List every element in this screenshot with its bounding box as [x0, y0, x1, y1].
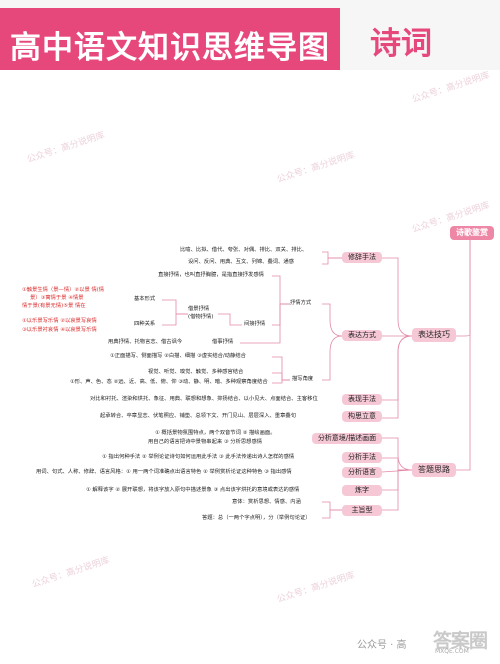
node-lyric-modes: 抒情方式: [290, 300, 312, 306]
node-technique-analysis: 分析手法: [342, 452, 382, 463]
rhetoric-items-line1: 比喻、比拟、借代、夸张、对偶、排比、双关、排比、: [180, 247, 308, 253]
node-performance-techniques: 表现手法: [342, 394, 382, 405]
node-structure-idea: 构思立意: [342, 411, 382, 422]
node-expression-modes: 表达方式: [342, 330, 382, 341]
branch-expression-techniques: 表达技巧: [412, 328, 456, 342]
rhetoric-items-line2: 设问、反问、用典、互文、列锦、叠词、通感: [188, 259, 294, 265]
basic-forms-line2: 景）③寓情于景 ④情景: [30, 295, 84, 301]
four-relations-line2: ③以乐景衬哀情 ④以哀景写乐情: [22, 327, 97, 333]
node-event-lyric: 借事抒情: [212, 339, 234, 345]
node-indirect-lyric: 间接抒情: [244, 321, 266, 327]
stamp-big-text: 答案圈: [433, 630, 488, 652]
theme-line1: 意体：赏析思想、情感、内涵: [232, 499, 301, 505]
description-line1: ①正面描写、侧面描写 ②白描、细描 ③虚实结合/动静结合: [110, 353, 246, 359]
node-rhetoric: 修辞手法: [342, 252, 382, 263]
node-four-relations: 四种关系: [134, 321, 156, 327]
four-relations-line1: ①以乐景写乐情 ②以哀景写哀情: [22, 318, 97, 324]
branch-answer-approach: 答题思路: [412, 463, 456, 477]
performance-techniques-items: 对比和衬托、渲染和烘托、象征、用典、联想和想象、抑扬结合、以小见大、点面结合、主…: [90, 396, 318, 402]
mindmap-root-node: 诗歌鉴赏: [450, 226, 494, 240]
basic-forms-line1: ①触景生情（景—情）②以景 情(情: [22, 287, 105, 293]
page-title: 高中语文知识思维导图: [10, 30, 330, 66]
event-lyric-items: 用典抒情、托物言志、借古讽今: [108, 339, 183, 345]
structure-idea-items: 起承转合、卒章显志、伏笔照应、铺垫、总领下文、开门见山、层层深入、重章叠句: [100, 413, 296, 419]
basic-forms-line3: 情于景(有景无情)⑤景 情在: [22, 303, 86, 309]
stamp-small-text: MXQE.COM: [435, 648, 469, 655]
language-analysis-items: 用词、句式、人称、修辞、语言风格：① 用一两个词准确点出语言特色 ② 举例赏析论…: [36, 469, 292, 475]
footer-credit: 公众号 · 高: [357, 640, 407, 651]
node-description-angle: 描写角度: [292, 376, 314, 382]
node-theme-type: 主旨型: [342, 505, 382, 516]
page-subtitle: 诗词: [370, 26, 432, 62]
word-refining-items: ① 解释该字 ② 展开联想，将该字放入原句中描述景象 ③ 点出该字烘托的意境或表…: [86, 487, 300, 493]
node-scene-analysis: 分析意境/描述画面: [312, 433, 382, 444]
theme-line2: 答题：总（一两个字点明），分（举例句论证）: [202, 515, 311, 521]
scene-analysis-line2: 用自己的语言把诗中景物串起来 ③ 分析思想感情: [148, 439, 263, 445]
center-node-line1: 借景抒情: [188, 306, 210, 312]
site-stamp-logo: 答案圈 MXQE.COM: [433, 626, 491, 656]
description-line2: 视觉、听觉、嗅觉、触觉、多种感官结合: [148, 369, 244, 375]
direct-lyric-text: 直接抒情，也叫直抒胸臆，是指直接抒发感情: [158, 272, 264, 278]
technique-analysis-items: ① 指出何种手法 ② 举例论证诗句如何运用此手法 ③ 此手法传递出诗人怎样的感情: [102, 454, 295, 460]
center-node-line2: (借物抒情): [188, 314, 214, 320]
title-box: 高中语文知识思维导图: [0, 8, 340, 70]
node-basic-forms: 基本形式: [134, 296, 156, 302]
node-word-refining: 炼字: [342, 485, 382, 496]
scene-analysis-line1: ① 概括景物氛围特点，两个双音节词 ② 描绘画面。: [155, 430, 276, 436]
description-line3: ①形、声、色、态 ②远、近、高、低、俯、仰 ③动、静、明、暗、多种观察角度结合: [70, 379, 268, 385]
node-language-analysis: 分析语言: [342, 467, 382, 478]
